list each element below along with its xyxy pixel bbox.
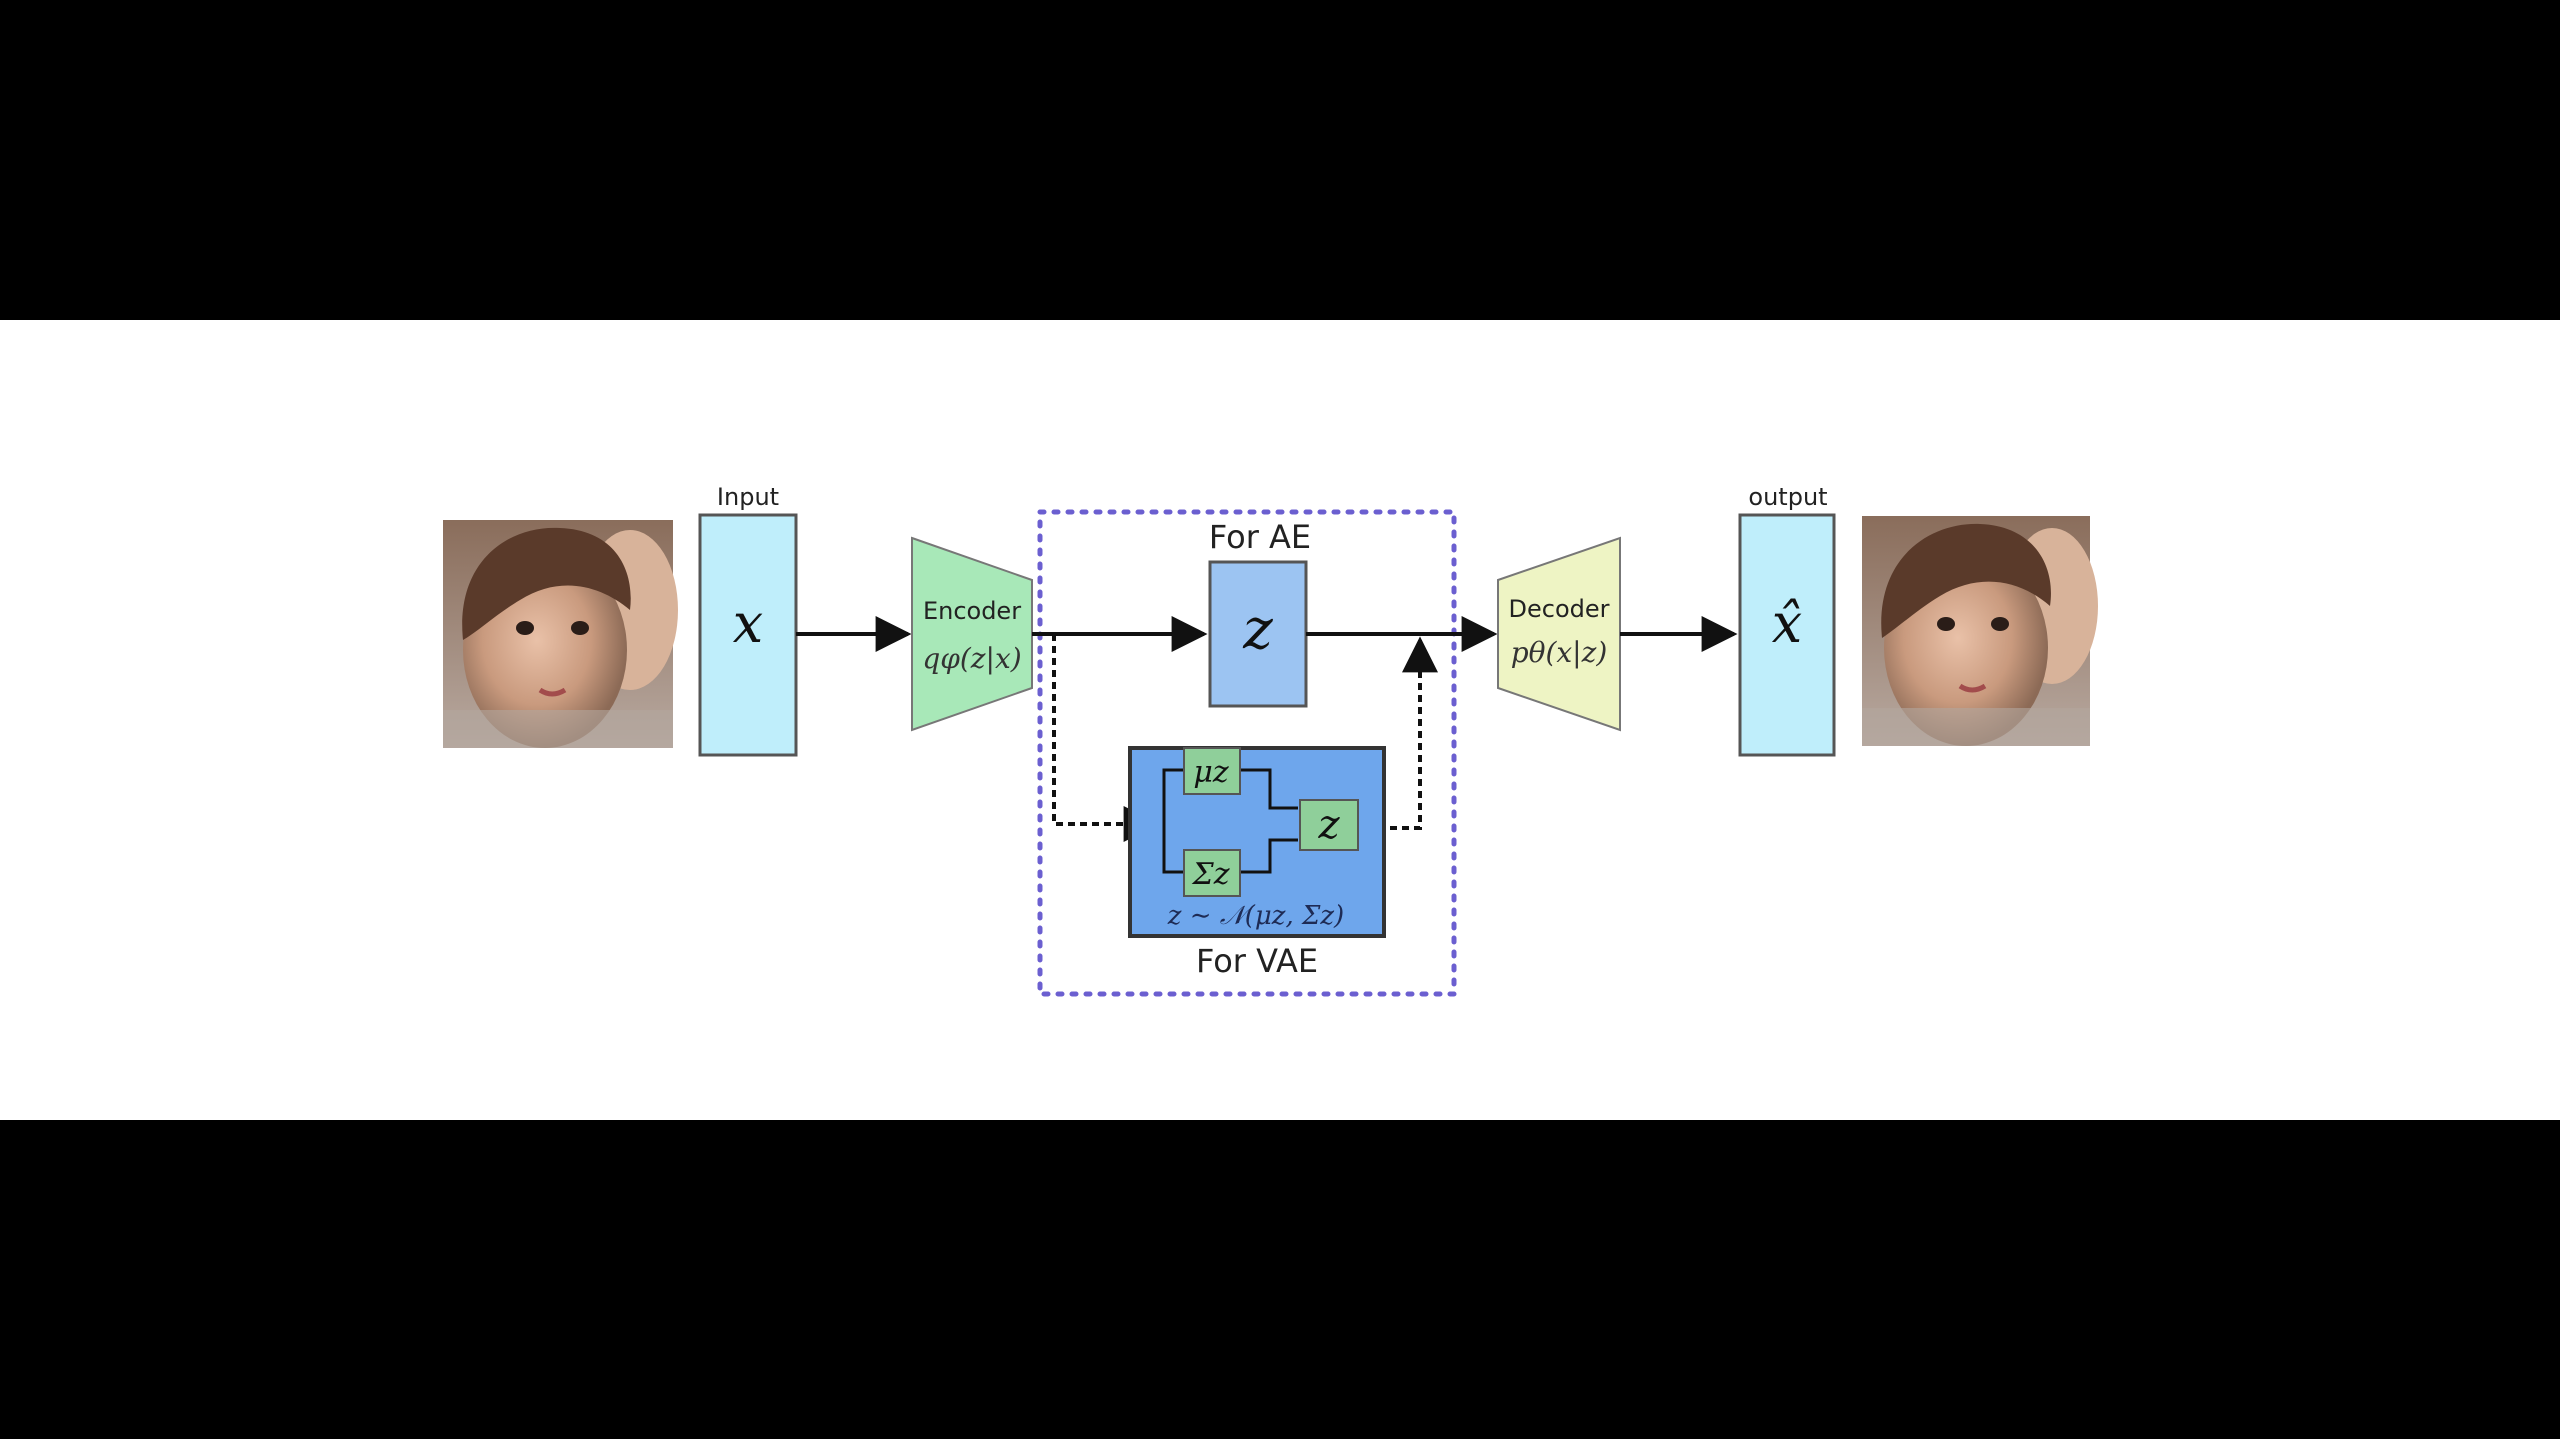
vae-z-symbol: z	[1317, 802, 1340, 848]
for-vae-label: For VAE	[1196, 942, 1318, 980]
output-image	[1862, 516, 2098, 746]
sampling-formula: z ∼ 𝒩(μz, Σz)	[1167, 901, 1344, 931]
input-tensor: Input x	[698, 483, 798, 757]
mu-symbol: μz	[1193, 755, 1228, 790]
encoder-block: Encoder qφ(z|x)	[911, 536, 1033, 732]
for-ae-label: For AE	[1209, 518, 1311, 556]
input-symbol: x	[733, 592, 763, 655]
ae-latent-symbol: z	[1242, 597, 1273, 662]
input-image	[443, 520, 678, 748]
vae-block: μz Σz z z ∼ 𝒩(μz, Σz)	[1128, 746, 1386, 938]
sigma-box: Σz	[1183, 849, 1241, 897]
sigma-symbol: Σz	[1191, 857, 1229, 892]
decoder-label: Decoder	[1509, 595, 1610, 623]
output-symbol: x̂	[1772, 592, 1802, 655]
vae-path-in	[1052, 634, 1160, 842]
encoder-label: Encoder	[923, 597, 1021, 625]
input-label: Input	[717, 483, 779, 511]
encoder-function: qφ(z|x)	[922, 642, 1021, 675]
mu-box: μz	[1183, 747, 1241, 795]
ae-latent-block: z	[1208, 560, 1308, 708]
decoder-function: pθ(x|z)	[1511, 636, 1608, 669]
output-tensor: output x̂	[1738, 483, 1836, 757]
output-label: output	[1748, 483, 1827, 511]
diagram-panel	[0, 320, 2560, 1120]
decoder-block: Decoder pθ(x|z)	[1497, 536, 1621, 732]
vae-z-box: z	[1299, 799, 1359, 851]
